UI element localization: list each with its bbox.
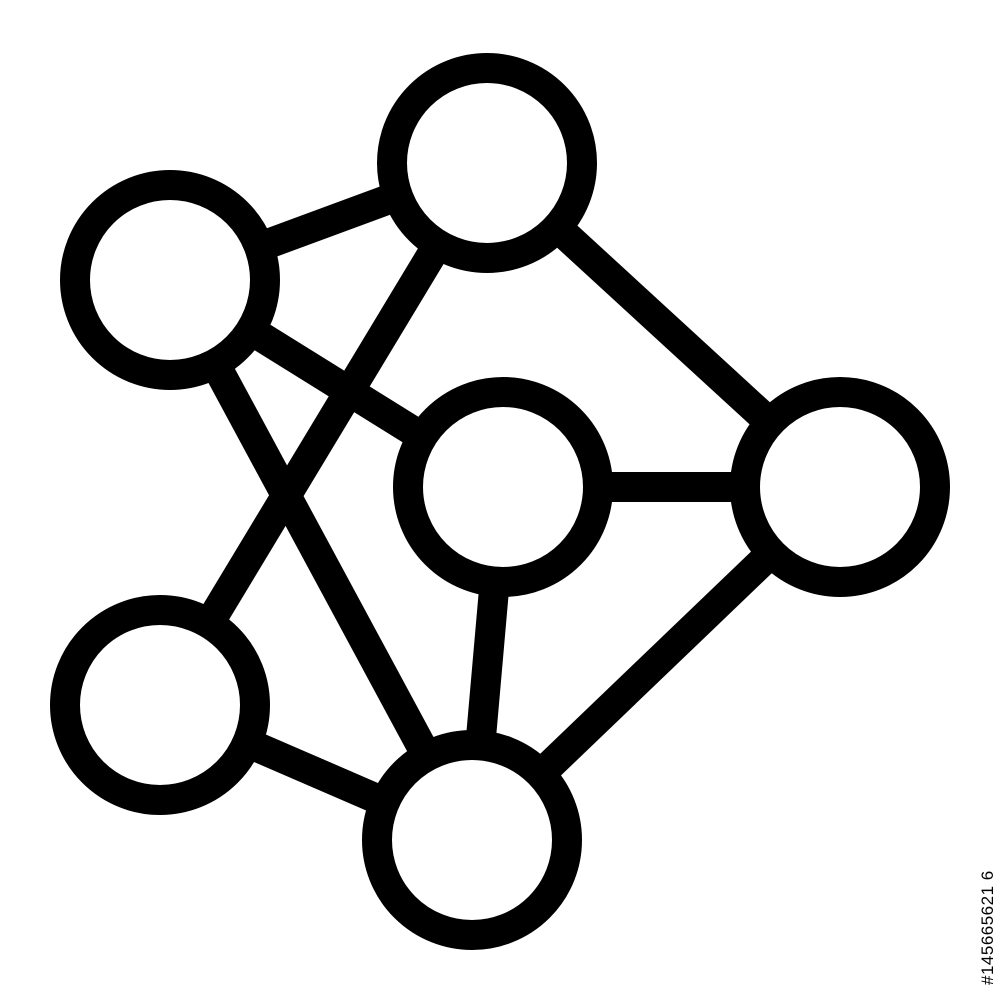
node-bottom — [362, 730, 582, 950]
stock-id-watermark: #145665621 6 — [978, 870, 997, 985]
node-top — [377, 53, 597, 273]
node-center — [393, 377, 613, 597]
node-southwest — [50, 595, 270, 815]
nodes — [50, 53, 950, 950]
node-northwest — [60, 170, 280, 390]
node-right — [730, 377, 950, 597]
